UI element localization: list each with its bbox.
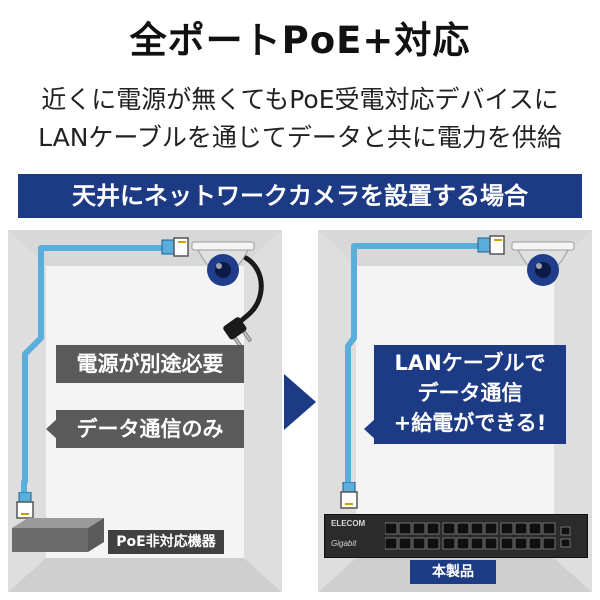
switch-ports: [385, 522, 571, 550]
non-poe-device-icon: [12, 518, 104, 552]
callout-line-2: データ通信: [417, 381, 523, 405]
callout-line-1: LANケーブルで: [394, 351, 546, 375]
subtitle-line-2: LANケーブルを通じてデータと共に電力を供給: [38, 123, 562, 152]
switch-sub-label: Gigabit: [331, 539, 357, 548]
page-title: 全ポートPoE+対応: [129, 19, 471, 62]
ac-plug-icon: [223, 317, 252, 349]
network-switch-icon: ELECOM Gigabit: [324, 514, 588, 558]
callout-pointer: [46, 418, 58, 440]
rj45-connector-icon: [161, 237, 189, 257]
switch-brand: ELECOM: [331, 519, 366, 528]
callout-data-only: データ通信のみ: [56, 410, 244, 448]
callout-pointer: [364, 418, 376, 440]
callout-line-3: +給電ができる!: [393, 411, 547, 435]
arrow-right-icon: [284, 374, 316, 430]
rj45-connector-icon: [16, 492, 34, 519]
dome-camera-icon: [511, 241, 575, 286]
rj45-connector-icon: [477, 235, 505, 255]
product-label: 本製品: [410, 560, 496, 584]
right-scene: LANケーブルで データ通信 +給電ができる! ELECOM Gigabit 本…: [318, 230, 592, 592]
non-poe-device-label: PoE非対応機器: [108, 530, 224, 554]
rj45-connector-icon: [340, 482, 358, 509]
callout-power-needed: 電源が別途必要: [56, 345, 244, 383]
dome-camera-icon: [191, 241, 255, 286]
callout-poe-benefit: LANケーブルで データ通信 +給電ができる!: [374, 345, 566, 444]
scenario-banner: 天井にネットワークカメラを設置する場合: [18, 174, 582, 218]
subtitle-line-1: 近くに電源が無くてもPoE受電対応デバイスに: [41, 85, 559, 114]
left-scene: 電源が別途必要 データ通信のみ PoE非対応機器: [8, 230, 282, 592]
